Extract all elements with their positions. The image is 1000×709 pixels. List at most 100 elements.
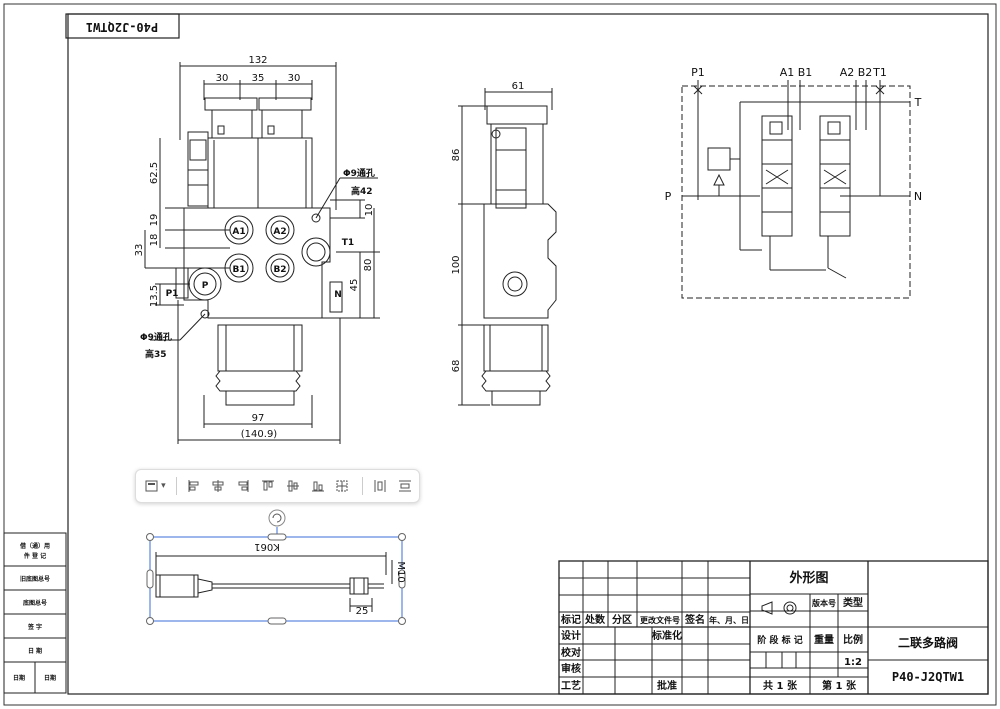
stamp-r1b: 件 登 记: [24, 552, 46, 560]
dim-97: 97: [252, 413, 265, 424]
dim-86: 86: [451, 149, 462, 162]
sch-t1: T1: [872, 66, 887, 79]
dim-10: 10: [364, 204, 375, 217]
stamp-r1: 借（通）用: [19, 542, 50, 550]
port-a1: A1: [232, 227, 245, 237]
align-right-button[interactable]: [232, 475, 254, 497]
stamp-r6b: 日期: [44, 674, 56, 682]
selected-part[interactable]: [146, 509, 406, 625]
distribute-v-button[interactable]: [394, 475, 416, 497]
tb-date: 年、月、日: [709, 615, 749, 625]
dim-33: 33: [134, 244, 145, 257]
side-view-dim-text: 61 86 100 68: [451, 81, 524, 372]
sch-a2b2: A2 B2: [840, 66, 873, 79]
note-hole-bottom: Φ9通孔: [140, 331, 172, 343]
dim-13-5: 13.5: [149, 285, 160, 307]
note-hole-top: Φ9通孔: [343, 167, 375, 179]
tb-zone: 分区: [612, 613, 632, 626]
note-hole-top-height: 高42: [351, 185, 373, 197]
layout-dropdown[interactable]: ▾: [144, 475, 166, 497]
align-top-button[interactable]: [257, 475, 279, 497]
resize-handle-bl[interactable]: [146, 617, 154, 625]
dim-68: 68: [451, 360, 462, 373]
resize-handle-tr[interactable]: [398, 533, 406, 541]
code-box: [65, 13, 180, 39]
note-hole-bottom-height: 高35: [145, 348, 167, 360]
align-bottom-button[interactable]: [307, 475, 329, 497]
port-a2: A2: [273, 227, 286, 237]
tb-stage-mark: 阶 段 标 记: [757, 634, 802, 646]
sch-n: N: [914, 190, 922, 203]
front-view: [144, 62, 380, 444]
distribute-h-icon: [374, 480, 386, 492]
port-p: P: [202, 281, 209, 291]
schematic-labels: P1 A1 B1 A2 B2 T1 T P N: [665, 66, 922, 203]
tb-material-no: 版本号: [811, 598, 836, 608]
align-left-button[interactable]: [183, 475, 205, 497]
tb-approve: 批准: [657, 679, 677, 692]
distribute-v-icon: [399, 480, 412, 492]
layout-icon: [145, 480, 158, 492]
tb-design: 设计: [561, 629, 581, 642]
dim-45: 45: [349, 279, 360, 292]
tb-change-doc: 更改文件号: [640, 615, 680, 625]
dim-61: 61: [512, 81, 525, 92]
toolbar-separator: [175, 477, 177, 495]
align-center-v-button[interactable]: [282, 475, 304, 497]
align-top-icon: [262, 480, 275, 491]
stamp-r6a: 日期: [13, 674, 25, 682]
tb-count: 处数: [584, 613, 606, 626]
left-stamp-column: [3, 532, 67, 694]
port-b2: B2: [273, 265, 286, 275]
tb-standardize: 标准化: [651, 629, 682, 642]
distribute-h-button[interactable]: [369, 475, 391, 497]
align-right-icon: [238, 480, 249, 492]
hydraulic-schematic: [681, 80, 911, 299]
chevron-down-icon: ▾: [161, 481, 166, 491]
dim-30a: 30: [216, 73, 229, 84]
dim-35: 35: [252, 73, 265, 84]
align-center-h-icon: [212, 480, 224, 492]
sch-t: T: [914, 96, 922, 109]
spool-dia: M10: [395, 561, 406, 582]
resize-handle-br[interactable]: [398, 617, 406, 625]
left-stamp-text: 借（通）用 件 登 记 旧底图总号 底图总号 签 字 日 期 日期 日期: [13, 542, 56, 682]
resize-handle-right[interactable]: [398, 569, 406, 589]
align-center-v-icon: [286, 480, 299, 492]
stamp-r4: 签 字: [27, 623, 42, 631]
grid-button[interactable]: [332, 475, 354, 497]
tb-process: 工艺: [561, 679, 581, 692]
side-view: [458, 88, 557, 406]
resize-handle-top[interactable]: [267, 533, 287, 541]
dim-18: 18: [149, 234, 160, 247]
stamp-r3: 底图总号: [23, 599, 47, 607]
tb-type: 类型: [843, 596, 863, 609]
align-left-icon: [188, 480, 199, 492]
rotate-handle[interactable]: [268, 509, 286, 527]
tb-sheet: 第 1 张: [822, 679, 857, 692]
dim-100: 100: [451, 255, 462, 274]
dim-140-9: (140.9): [241, 429, 278, 440]
port-n: N: [334, 290, 342, 300]
tb-mark: 标记: [560, 613, 581, 626]
tb-check: 校对: [561, 646, 581, 659]
dim-62-5: 62.5: [149, 162, 160, 184]
dim-80: 80: [363, 259, 374, 272]
tb-total: 共 1 张: [763, 679, 798, 692]
resize-handle-bottom[interactable]: [267, 617, 287, 625]
alignment-toolbar: ▾: [135, 469, 420, 503]
port-t1: T1: [342, 238, 354, 248]
align-center-h-button[interactable]: [208, 475, 230, 497]
stamp-r2: 旧底图总号: [20, 575, 50, 583]
dim-30b: 30: [288, 73, 301, 84]
resize-handle-left[interactable]: [146, 569, 154, 589]
tb-part-name: 二联多路阀: [898, 635, 958, 650]
sch-p1: P1: [691, 66, 705, 79]
tb-part-code: P40-J2QTW1: [892, 670, 964, 684]
code-box-text: P40-J2QTW1: [86, 20, 158, 34]
resize-handle-tl[interactable]: [146, 533, 154, 541]
spool-length: K061: [254, 541, 280, 552]
spool-d25: 25: [356, 606, 369, 617]
title-block-text: 外形图 标记 处数 分区 更改文件号 签名 年、月、日 设计 标准化 校对 审核…: [560, 570, 964, 692]
